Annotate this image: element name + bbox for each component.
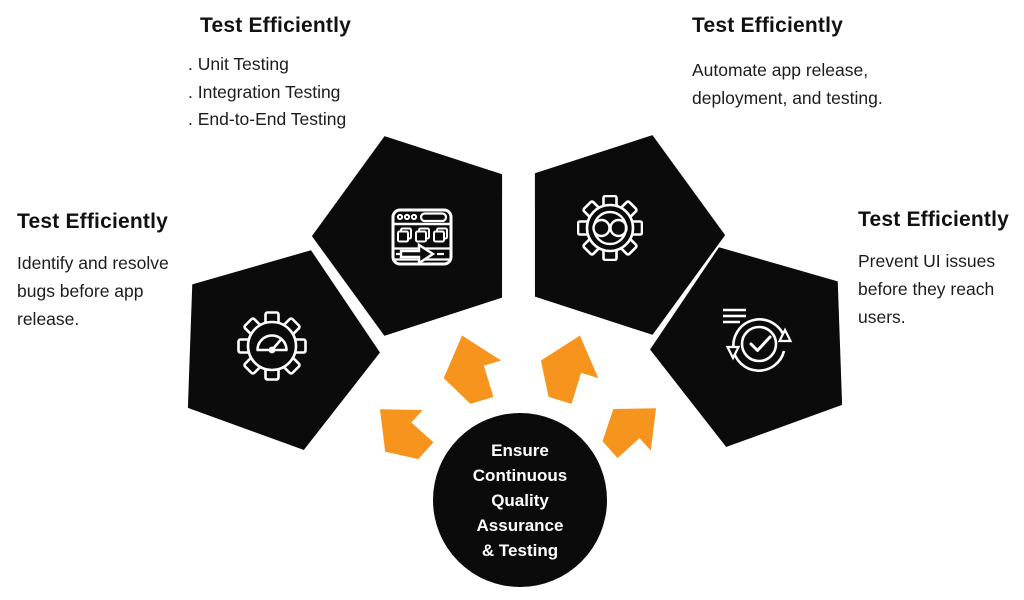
top-right-heading: Test Efficiently — [692, 14, 844, 37]
list-item-integration-testing: . Integration Testing — [188, 81, 341, 102]
center-line-1: Ensure — [491, 440, 549, 460]
top-left-heading: Test Efficiently — [200, 14, 352, 37]
center-line-2: Continuous — [472, 465, 568, 485]
top-left-block: Test Efficiently — [200, 14, 351, 38]
left-heading: Test Efficiently — [17, 210, 169, 233]
orange-arrow-3 — [531, 327, 608, 410]
list-item-end-to-end-testing: . End-to-End Testing — [188, 109, 347, 129]
left-block: Test Efficiently Identify and resolve bu… — [17, 210, 169, 333]
top-right-block: Test Efficiently Automate app release, d… — [692, 14, 883, 112]
gauge-gear-icon — [237, 311, 307, 381]
orange-arrow-1 — [361, 388, 445, 471]
top-left-list: . Unit Testing . Integration Testing . E… — [188, 51, 346, 134]
right-heading: Test Efficiently — [858, 208, 1010, 231]
left-body: Identify and resolve bugs before app rel… — [17, 253, 169, 329]
top-right-body: Automate app release, deployment, and te… — [692, 60, 883, 108]
right-block: Test Efficiently Prevent UI issues befor… — [858, 208, 1009, 331]
center-line-4: Assurance — [476, 515, 564, 535]
orange-arrow-4 — [591, 387, 675, 470]
center-line-5: & Testing — [481, 540, 559, 560]
list-item-unit-testing: . Unit Testing — [188, 54, 289, 74]
devops-infinity-gear-icon — [577, 195, 643, 261]
orange-arrow-2 — [433, 327, 510, 410]
center-line-3: Quality — [491, 490, 549, 510]
browser-test-icon — [391, 205, 453, 267]
sync-check-icon — [719, 301, 795, 377]
right-body: Prevent UI issues before they reach user… — [858, 251, 996, 327]
center-circle: Ensure Continuous Quality Assurance & Te… — [433, 413, 607, 587]
